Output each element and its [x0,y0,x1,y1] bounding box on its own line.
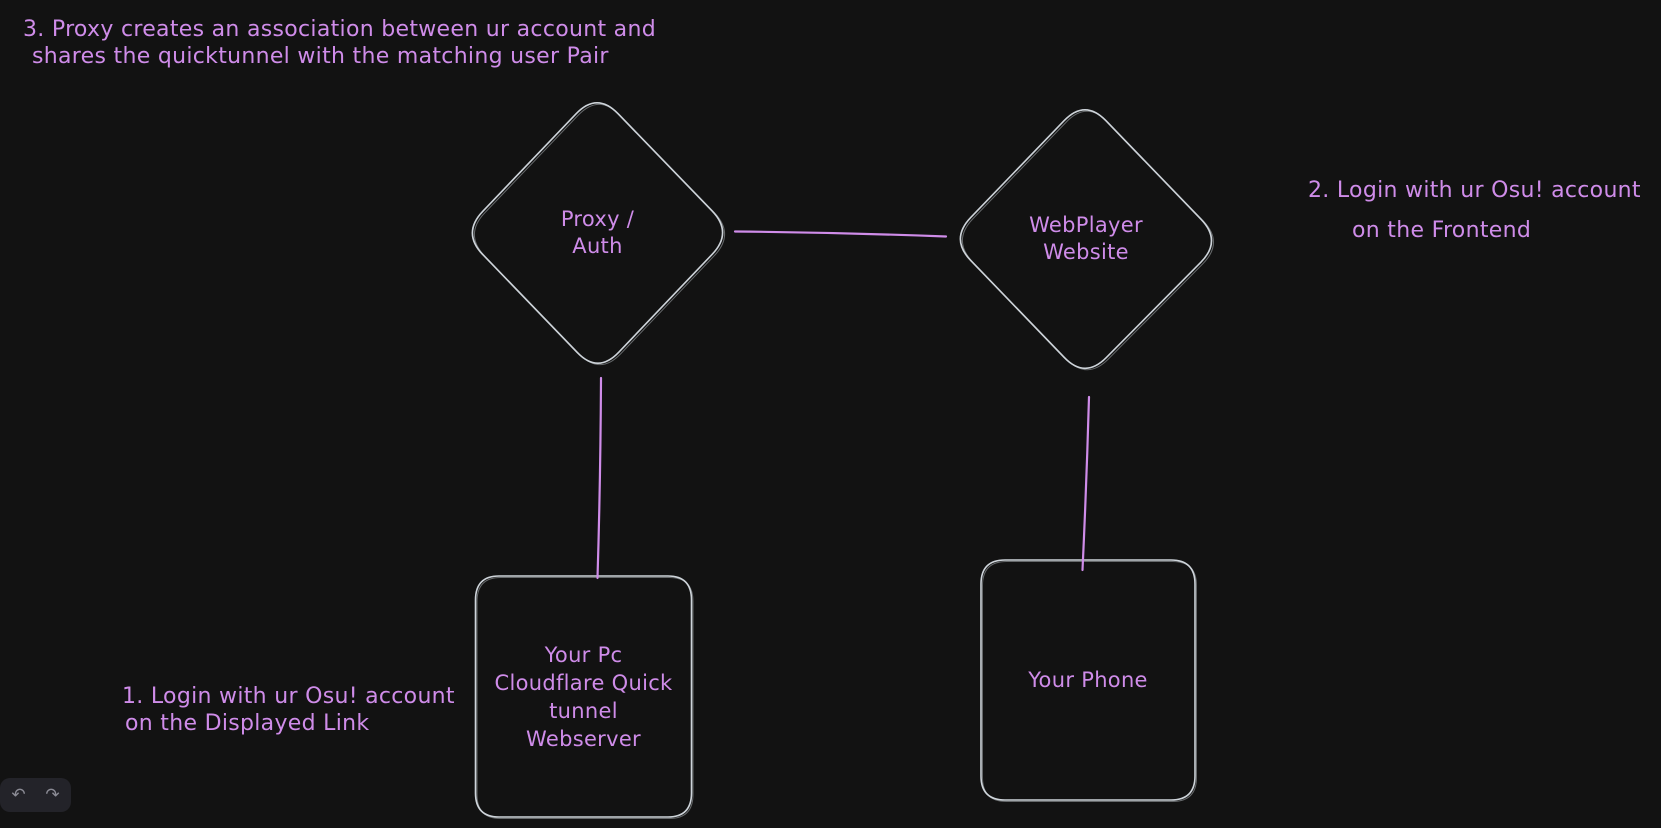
history-toolbar: ↶ ↷ [0,778,71,812]
undo-icon: ↶ [11,785,26,805]
redo-icon: ↷ [45,785,60,805]
pc-box-sketch [476,577,694,819]
webplayer-diamond-sketch [961,110,1214,371]
connector-proxy-pc[interactable] [596,376,603,580]
redo-button[interactable]: ↷ [40,782,66,808]
annotation-step-3[interactable]: 3. Proxy creates an association between … [23,16,656,70]
annotation-step-3-line2: shares the quicktunnel with the matching… [32,44,609,69]
annotation-step-3-line1: 3. Proxy creates an association between … [23,17,656,42]
undo-button[interactable]: ↶ [6,782,32,808]
annotation-step-2-line2: on the Frontend [1352,218,1532,243]
annotation-step-1-line1: 1. Login with ur Osu! account [122,684,455,709]
connector-webplayer-phone[interactable] [1081,395,1091,572]
annotation-step-2-line1: 2. Login with ur Osu! account [1308,178,1641,203]
proxy-auth-diamond[interactable] [471,102,724,364]
pc-box[interactable] [474,575,693,818]
annotation-step-2[interactable]: 2. Login with ur Osu! account on the Fro… [1308,177,1641,244]
proxy-auth-diamond-sketch [473,103,726,366]
webplayer-diamond[interactable] [959,109,1213,370]
phone-box-sketch [982,561,1197,802]
phone-box[interactable] [980,559,1196,801]
connector-proxy-webplayer[interactable] [733,230,948,238]
annotation-step-1[interactable]: 1. Login with ur Osu! account on the Dis… [122,683,455,737]
annotation-step-1-line2: on the Displayed Link [125,711,370,736]
